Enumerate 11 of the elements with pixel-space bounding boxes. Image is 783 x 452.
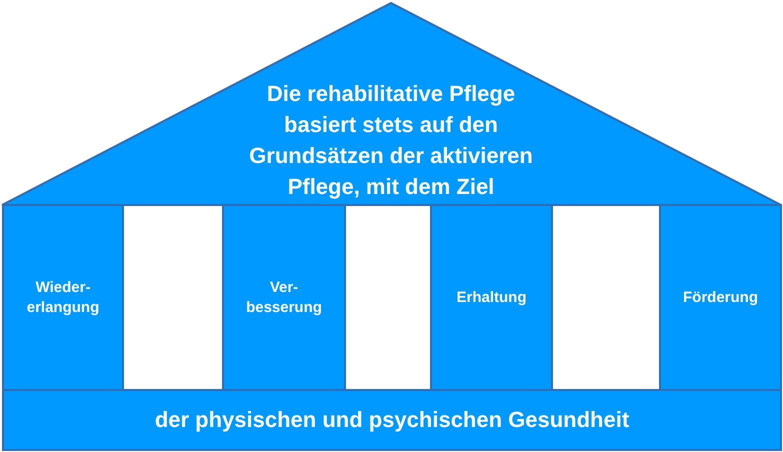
pillar-box	[222, 204, 346, 391]
base-text: der physischen und psychischen Gesundheit	[154, 407, 630, 433]
pillar-label: Erhaltung	[456, 288, 528, 308]
pillar-box	[659, 204, 782, 391]
pillar-label: Förderung	[682, 288, 759, 308]
pillar-box	[2, 204, 124, 391]
roof-text: Die rehabilitative Pflege basiert stets auf den Grundsätzen der aktivieren Pflege, mit dem Ziel	[248, 80, 534, 201]
pillar-box	[430, 204, 553, 391]
base-band	[2, 389, 782, 451]
pillar-label: Ver- besserung	[245, 278, 323, 318]
pillar-label: Wieder- erlangung	[26, 278, 100, 318]
